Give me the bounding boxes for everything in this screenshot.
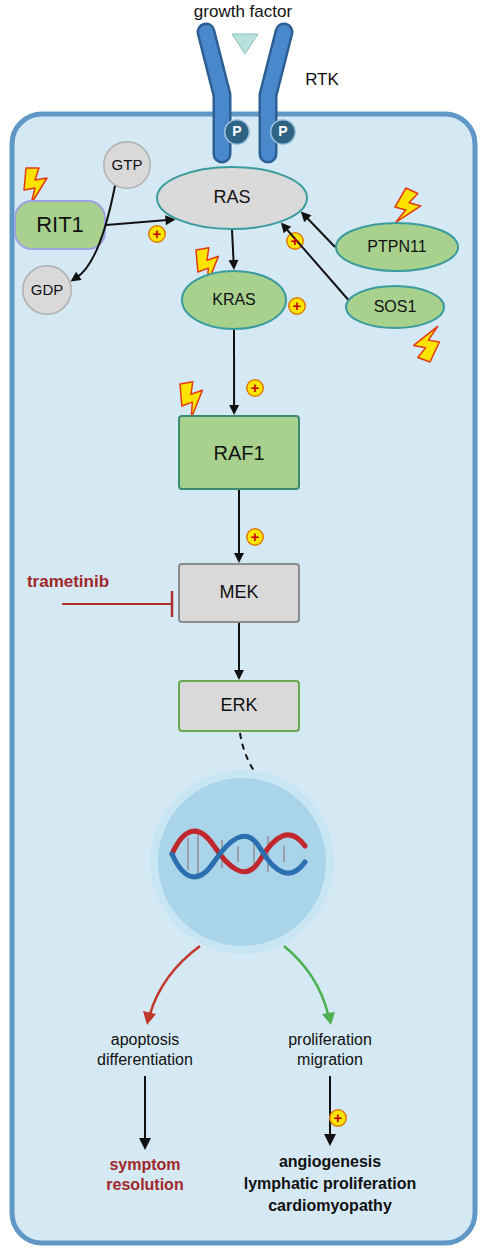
text-label: cardiomyopathy xyxy=(220,1196,440,1216)
activation-arrow xyxy=(301,212,335,247)
kinase-box: MEK xyxy=(178,563,300,623)
nucleus xyxy=(154,774,330,950)
text-label: apoptosis differentiation xyxy=(85,1030,205,1070)
nucleotide-circle: GTP xyxy=(103,141,151,189)
plus-badge: + xyxy=(246,528,264,546)
node-text: RAF1 xyxy=(213,442,264,464)
node-text: PTPN11 xyxy=(367,238,426,256)
plus-badge: + xyxy=(286,232,304,250)
node-text: P xyxy=(278,124,287,139)
node-text: + xyxy=(251,380,260,397)
activation-arrow xyxy=(234,623,244,680)
protein-ellipse: SOS1 xyxy=(345,285,445,329)
nucleotide-circle: GDP xyxy=(22,265,72,315)
node-text: + xyxy=(293,298,302,315)
activation-arrow xyxy=(234,490,244,563)
protein-ellipse: KRAS xyxy=(181,270,287,330)
text-label: growth factor xyxy=(143,2,343,22)
node-text: RIT1 xyxy=(36,213,84,237)
activation-arrow xyxy=(229,330,239,415)
phospho-circle: P xyxy=(270,119,296,145)
node-text: ERK xyxy=(220,696,257,716)
plus-badge: + xyxy=(288,297,306,315)
plus-badge: + xyxy=(148,225,166,243)
plus-badge: + xyxy=(329,1109,347,1127)
activation-arrow xyxy=(106,215,176,225)
text-label: RTK xyxy=(297,70,347,90)
node-text: + xyxy=(153,226,162,243)
text-label: symptom resolution xyxy=(95,1155,195,1195)
dna-helix xyxy=(172,831,305,877)
node-text: + xyxy=(334,1110,343,1127)
text-label: lymphatic proliferation xyxy=(220,1174,440,1194)
node-text: + xyxy=(251,529,260,546)
text-label: angiogenesis xyxy=(220,1152,440,1172)
kinase-box: ERK xyxy=(178,680,300,732)
phospho-circle: P xyxy=(224,119,250,145)
node-text: SOS1 xyxy=(374,298,417,316)
text-label: proliferation migration xyxy=(270,1030,390,1070)
node-text: P xyxy=(232,124,241,139)
node-text: KRAS xyxy=(212,291,256,309)
activation-arrow xyxy=(70,186,115,282)
inhibition-line xyxy=(62,591,172,617)
cell-membrane xyxy=(12,114,475,1243)
plus-badge: + xyxy=(246,379,264,397)
node-text: + xyxy=(291,233,300,250)
node-text: GDP xyxy=(31,282,64,299)
protein-ellipse: PTPN11 xyxy=(335,222,459,272)
protein-ellipse: RAS xyxy=(156,166,308,230)
protein-box: RIT1 xyxy=(14,200,106,250)
activation-arrow xyxy=(229,230,239,270)
activation-arrow xyxy=(281,223,348,300)
node-text: MEK xyxy=(219,583,258,603)
kinase-box: RAF1 xyxy=(178,415,300,490)
node-text: GTP xyxy=(112,157,143,174)
node-text: RAS xyxy=(213,188,250,208)
translocation-arrow xyxy=(240,733,268,790)
text-label: trametinib xyxy=(13,572,123,592)
